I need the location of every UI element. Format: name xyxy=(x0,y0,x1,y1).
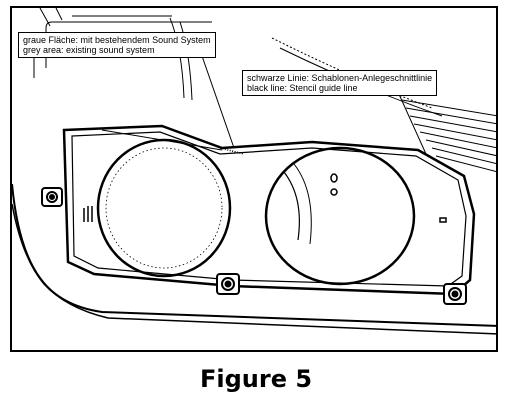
screw-left xyxy=(41,187,63,207)
callout-grey-english: grey area: existing sound system xyxy=(23,45,155,55)
figure-caption: Figure 5 xyxy=(199,365,313,393)
callout-leaders xyxy=(201,55,427,155)
door-panel-drawing xyxy=(12,8,496,335)
left-speaker-circle xyxy=(96,138,232,278)
screw-bottom-center xyxy=(216,273,240,295)
right-speaker-circle xyxy=(264,146,416,286)
callout-black-english: black line: Stencil guide line xyxy=(247,83,358,93)
door-outline xyxy=(12,183,496,335)
speaker-cutouts xyxy=(96,138,416,286)
mounting-screws xyxy=(41,187,467,305)
callout-grey-area: graue Fläche: mit bestehendem Sound Syst… xyxy=(18,32,216,58)
panel-details xyxy=(83,147,447,223)
screw-bottom-right xyxy=(443,283,467,305)
callout-grey-german: graue Fläche: mit bestehendem Sound Syst… xyxy=(23,35,211,45)
callout-black-line: schwarze Linie: Schablonen-Anlegeschnitt… xyxy=(242,70,438,96)
figure-frame: graue Fläche: mit bestehendem Sound Syst… xyxy=(10,6,498,352)
callout-black-german: schwarze Linie: Schablonen-Anlegeschnitt… xyxy=(247,73,433,83)
